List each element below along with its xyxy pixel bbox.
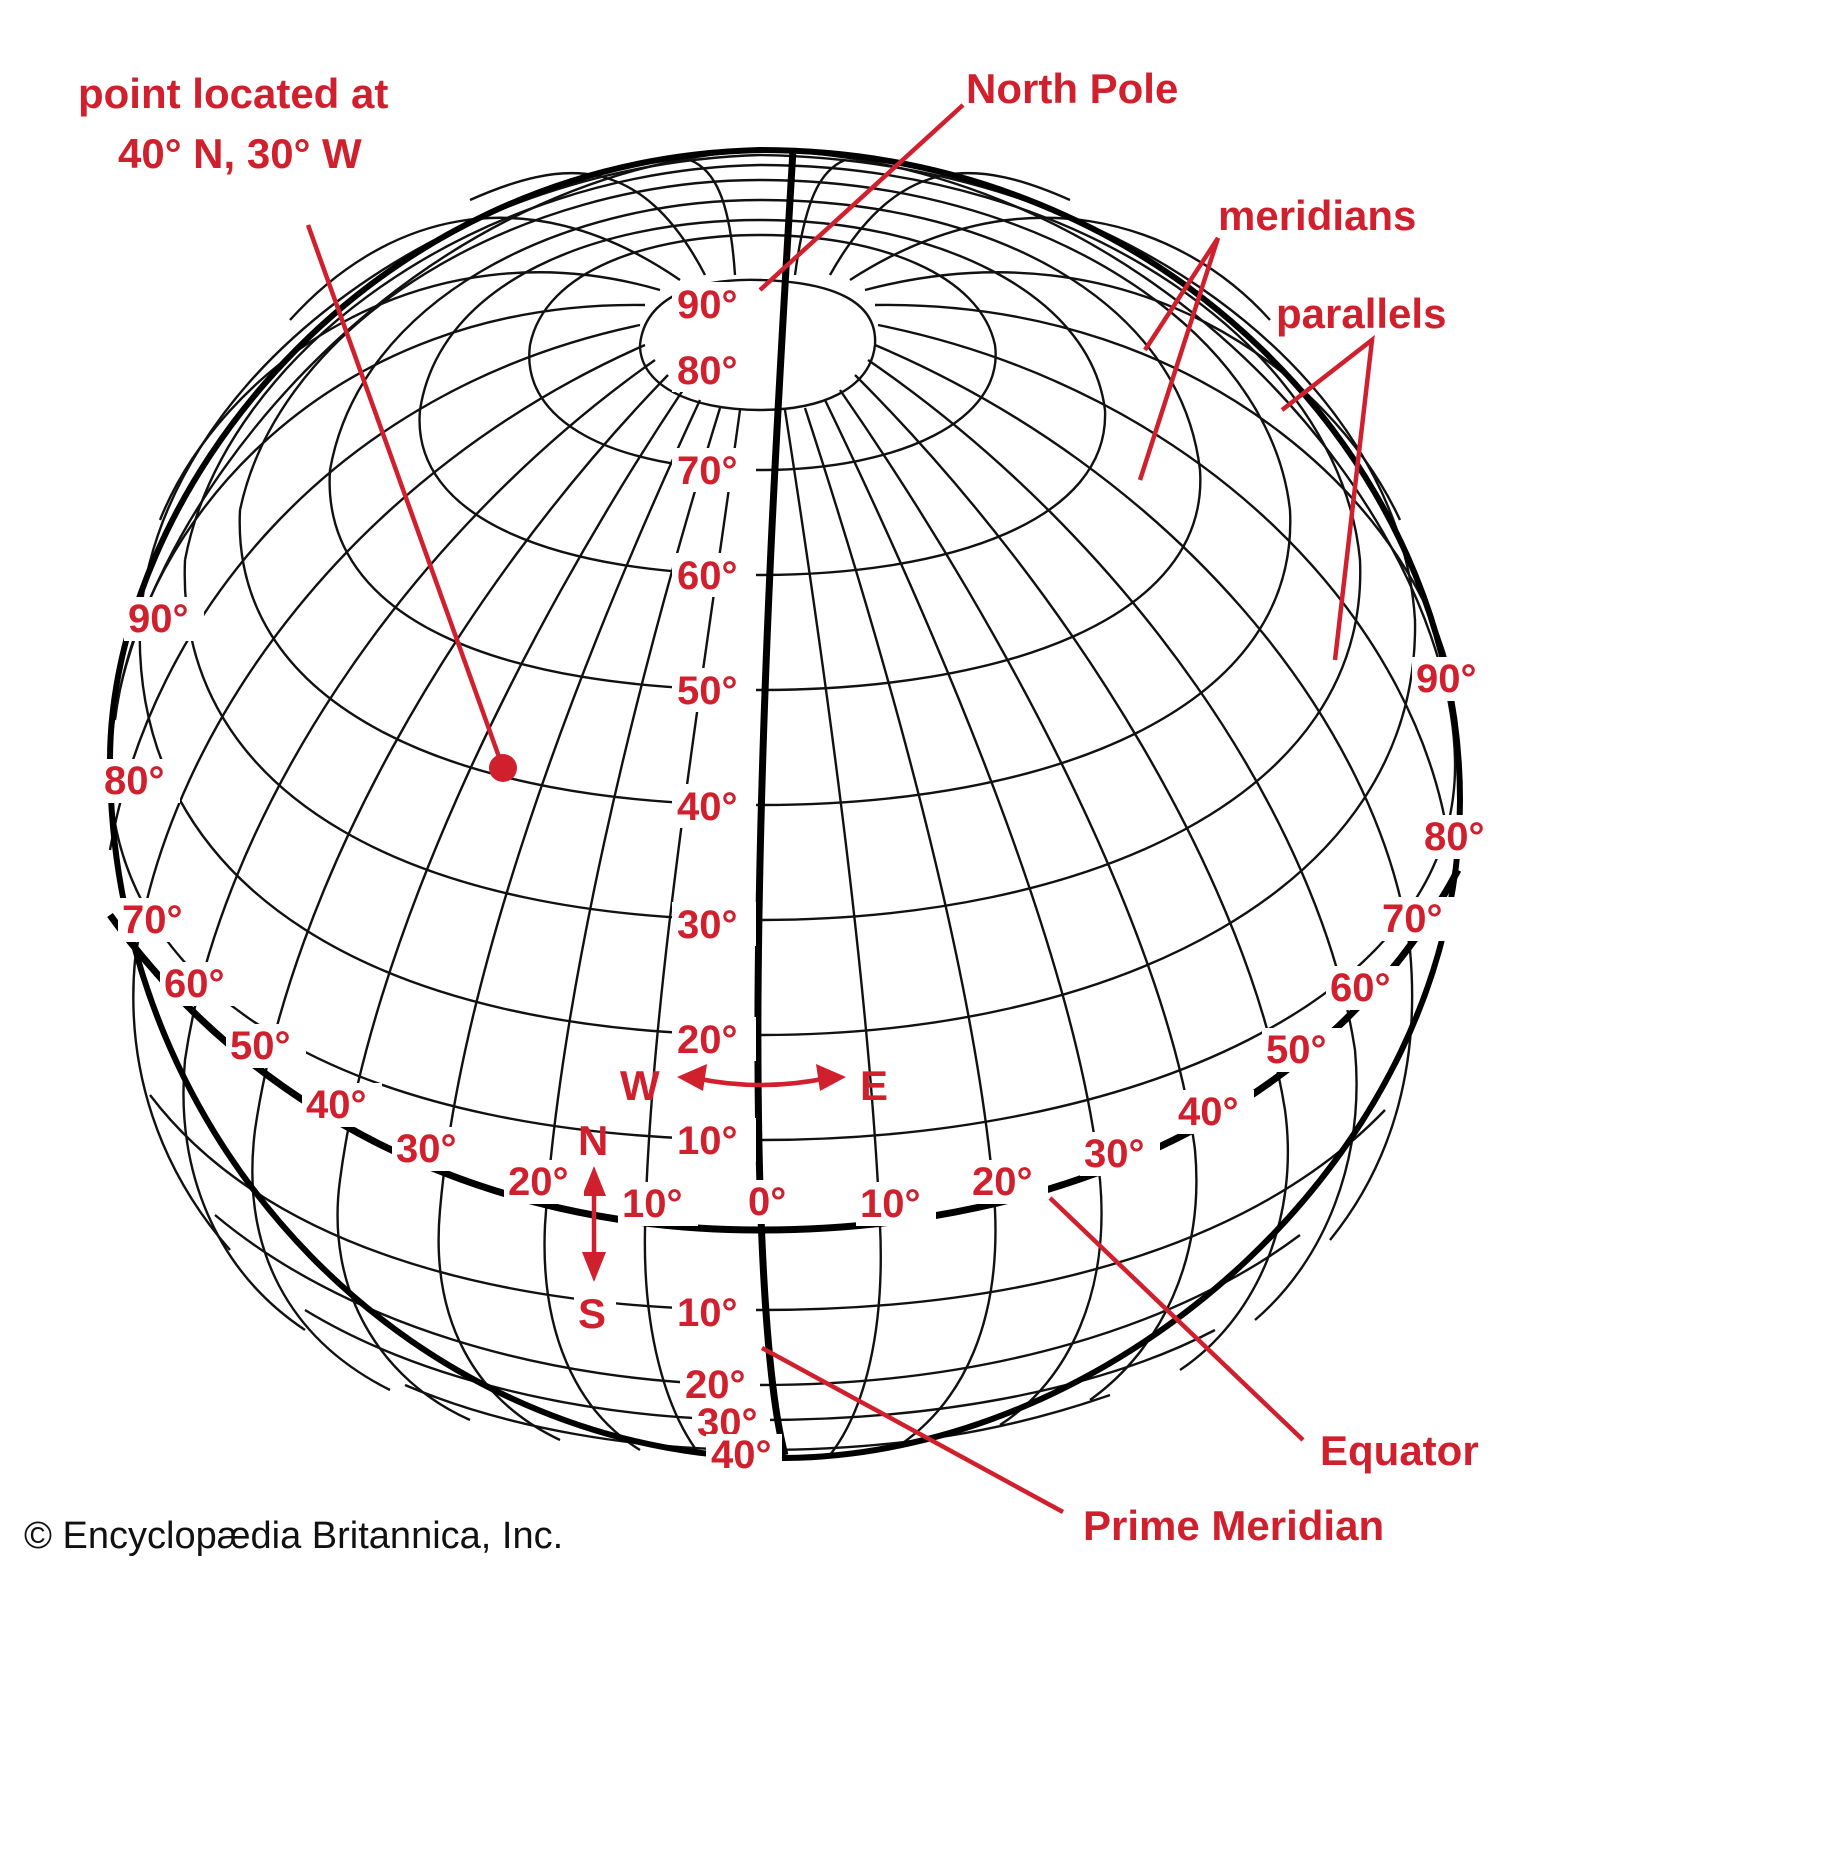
globe-grid	[106, 146, 1464, 1462]
meridian-w20	[543, 407, 722, 1452]
equator-label-w30: 30°	[396, 1127, 457, 1171]
meridian-e120	[828, 171, 1071, 276]
point-callout-line-1: point located at	[78, 70, 388, 117]
meridian-e80	[877, 323, 1452, 851]
meridian-e10	[783, 409, 882, 1456]
lat-label-70n: 70°	[677, 449, 738, 493]
equator-label-e70: 70°	[1382, 897, 1443, 941]
equator-label-e20: 20°	[972, 1160, 1033, 1204]
parallels-callout: parallels	[1276, 290, 1446, 337]
meridian-e20	[803, 407, 997, 1446]
meridian-w150	[689, 158, 737, 276]
lat-label-50n: 50°	[677, 669, 738, 713]
east-arrowhead-icon	[816, 1064, 846, 1091]
leader-lines	[305, 103, 1375, 1514]
lat-label-90n: 90°	[677, 283, 738, 327]
direction-letters: W E N S	[574, 1062, 888, 1337]
north-arrowhead-icon	[582, 1166, 606, 1196]
equator-label-w50: 50°	[230, 1024, 291, 1068]
equator-label-e60: 60°	[1330, 966, 1391, 1010]
meridian-e30	[823, 399, 1103, 1427]
north-pole-callout: North Pole	[966, 65, 1178, 112]
lat-label-30n: 30°	[677, 903, 738, 947]
lat-label-10s: 10°	[677, 1291, 738, 1335]
meridian-e60	[867, 359, 1358, 1321]
equator-label-e40: 40°	[1178, 1090, 1239, 1134]
lat-label-40n: 40°	[677, 785, 738, 829]
equator-label-e50: 50°	[1266, 1028, 1327, 1072]
equator-label-e80: 80°	[1424, 815, 1485, 859]
meridian-e40	[839, 389, 1198, 1401]
east-letter: E	[860, 1062, 888, 1109]
lat-label-80n: 80°	[677, 349, 738, 393]
meridian-w100	[158, 271, 661, 521]
equator-leader-line	[1048, 1196, 1305, 1442]
lat-label-40s: 40°	[711, 1433, 772, 1477]
equator-line	[107, 868, 1462, 1234]
meridian-e70	[874, 343, 1414, 1241]
lat-label-20n: 20°	[677, 1018, 738, 1062]
copyright-credit: © Encyclopædia Britannica, Inc.	[24, 1515, 563, 1557]
prime-meridian-callout: Prime Meridian	[1083, 1502, 1384, 1549]
parallel-south-20	[214, 1214, 1301, 1387]
north-letter: N	[578, 1117, 608, 1164]
meridian-w10	[643, 409, 742, 1456]
left-limb-label-90: 90°	[128, 597, 189, 641]
callout-texts: point located at 40° N, 30° W North Pole…	[78, 65, 1479, 1549]
latitude-label-column: 90° 80° 70° 60° 50° 40° 30° 20° 10° 10° …	[672, 282, 782, 1477]
meridian-w30	[437, 399, 702, 1442]
equator-label-e90: 90°	[1416, 657, 1477, 701]
meridian-w70	[132, 343, 646, 1251]
prime-meridian-line	[754, 149, 797, 1456]
meridian-w40	[336, 389, 684, 1422]
west-letter: W	[620, 1062, 660, 1109]
north-pole-leader-line	[758, 103, 965, 292]
meridian-e100	[864, 271, 1402, 521]
left-limb-label-80: 80°	[104, 759, 165, 803]
equator-callout: Equator	[1320, 1427, 1479, 1474]
left-limb-labels: 90° 80° 70° 60°	[100, 597, 240, 1006]
equator-label-0: 0°	[748, 1180, 786, 1224]
meridian-w60	[182, 359, 656, 1331]
meridians-leader-lines	[1137, 236, 1221, 481]
equator-label-w10: 10°	[622, 1182, 683, 1226]
parallel-south-10	[149, 1094, 1386, 1312]
equator-label-w20: 20°	[508, 1160, 569, 1204]
equator-label-w40: 40°	[306, 1083, 367, 1127]
meridians-callout: meridians	[1218, 192, 1416, 239]
equator-east-labels: 10° 20° 30° 40° 50° 60° 70° 80° 90°	[856, 657, 1500, 1226]
south-letter: S	[578, 1290, 606, 1337]
equator-west-labels: 50° 40° 30° 20° 10°	[226, 1024, 698, 1226]
lat-label-20s: 20°	[685, 1363, 746, 1407]
direction-arrows	[582, 1064, 846, 1282]
parallel-70	[528, 233, 997, 472]
lat-label-10n: 10°	[677, 1119, 738, 1163]
lat-label-60n: 60°	[677, 554, 738, 598]
parallel-50	[328, 198, 1202, 692]
meridian-w80	[108, 323, 641, 851]
prime-meridian-leader-line	[760, 1346, 1065, 1514]
point-marker-dot	[489, 754, 517, 782]
south-arrowhead-icon	[582, 1252, 606, 1282]
globe-outline	[106, 146, 1464, 1462]
parallel-30	[183, 163, 1362, 922]
parallel-60-upper	[418, 218, 1107, 577]
west-arrowhead-icon	[677, 1064, 707, 1091]
west-east-arrow-line	[694, 1075, 829, 1088]
meridian-e50	[854, 374, 1290, 1371]
equator-label-e30: 30°	[1084, 1132, 1145, 1176]
equator-label-e10: 10°	[860, 1182, 921, 1226]
meridian-w50	[251, 374, 669, 1392]
left-limb-label-70: 70°	[122, 898, 183, 942]
left-limb-label-60: 60°	[164, 962, 225, 1006]
point-callout-line-2: 40° N, 30° W	[118, 130, 362, 177]
parallels-leader-lines	[1280, 334, 1375, 661]
point-leader-line	[305, 224, 506, 769]
meridian-e110	[849, 216, 1271, 321]
